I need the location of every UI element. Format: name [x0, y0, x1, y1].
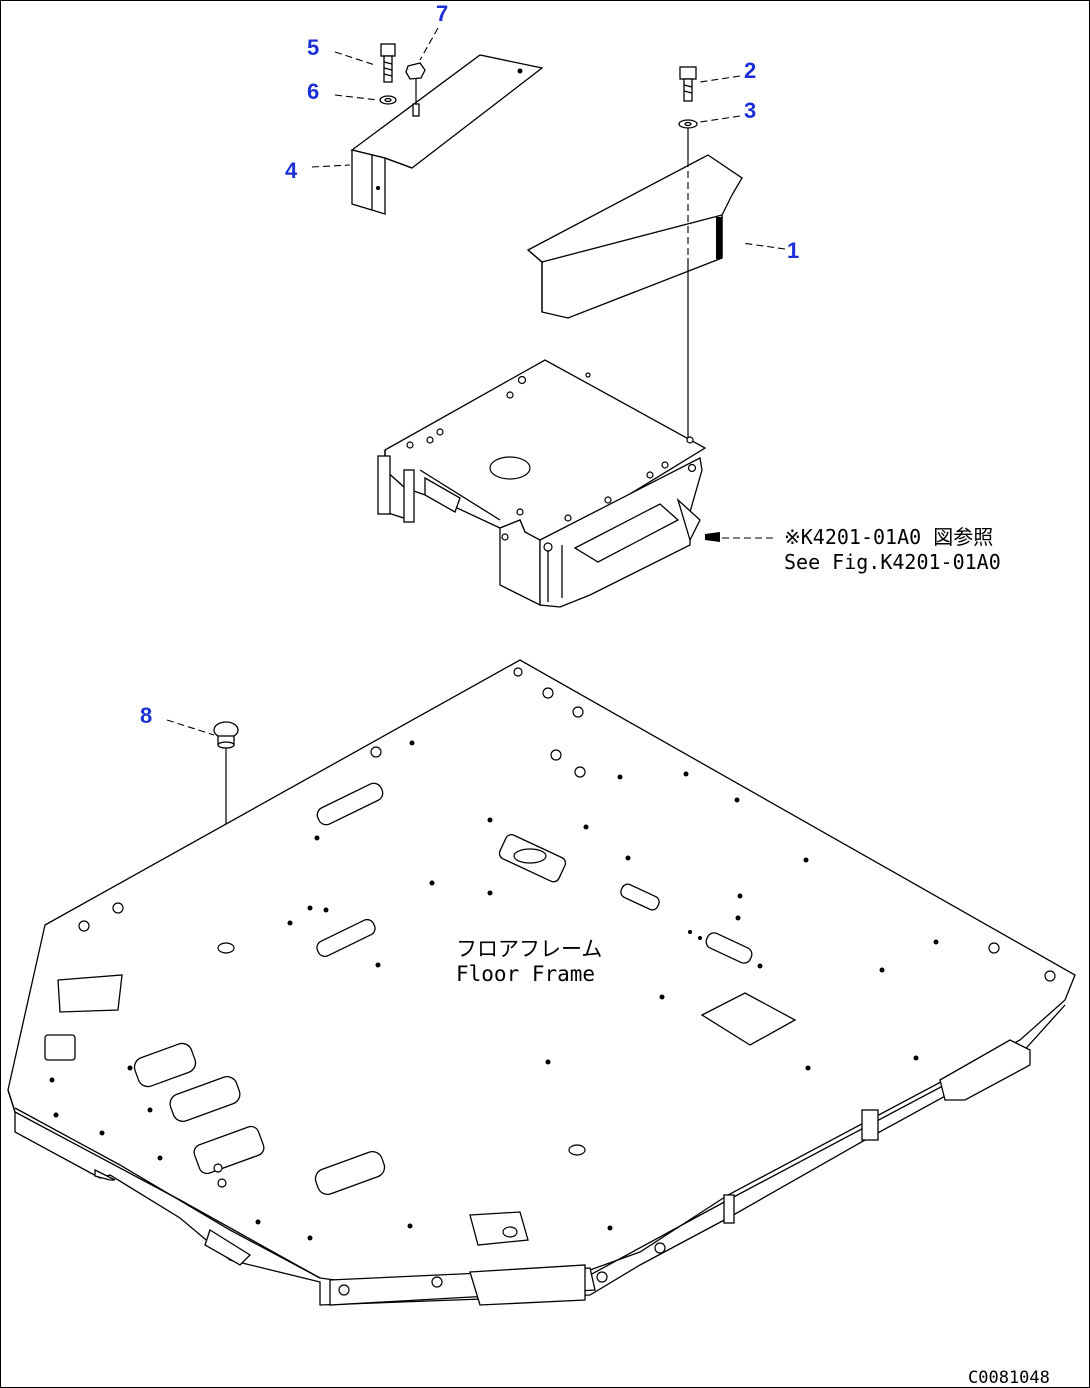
callout-7: 7 — [436, 1, 448, 26]
callout-3: 3 — [744, 98, 756, 123]
washer-part-6 — [379, 95, 397, 105]
bolt-part-5 — [380, 43, 396, 83]
console-base — [377, 359, 720, 608]
callout-1: 1 — [787, 238, 799, 263]
drawing-code: C0081048 — [968, 1368, 1050, 1388]
reference-note-english: See Fig.K4201-01A0 — [784, 550, 1001, 574]
callout-8: 8 — [140, 703, 152, 728]
plug-part-8 — [213, 721, 239, 749]
callout-5: 5 — [307, 35, 319, 60]
bracket-part-4 — [350, 54, 544, 215]
floor-frame — [7, 659, 1076, 1306]
nut-part-7 — [405, 62, 426, 117]
cover-part-1 — [526, 154, 743, 319]
callout-6: 6 — [307, 79, 319, 104]
callout-leaders — [166, 27, 786, 736]
washer-part-3 — [678, 119, 698, 129]
bolt-part-2 — [679, 66, 697, 102]
reference-note-japanese: ※K4201-01A0 図参照 — [784, 525, 993, 549]
floor-frame-label-japanese: フロアフレーム — [456, 937, 602, 961]
floor-frame-label-english: Floor Frame — [456, 962, 595, 986]
callout-4: 4 — [285, 158, 298, 183]
callout-2: 2 — [744, 58, 756, 83]
